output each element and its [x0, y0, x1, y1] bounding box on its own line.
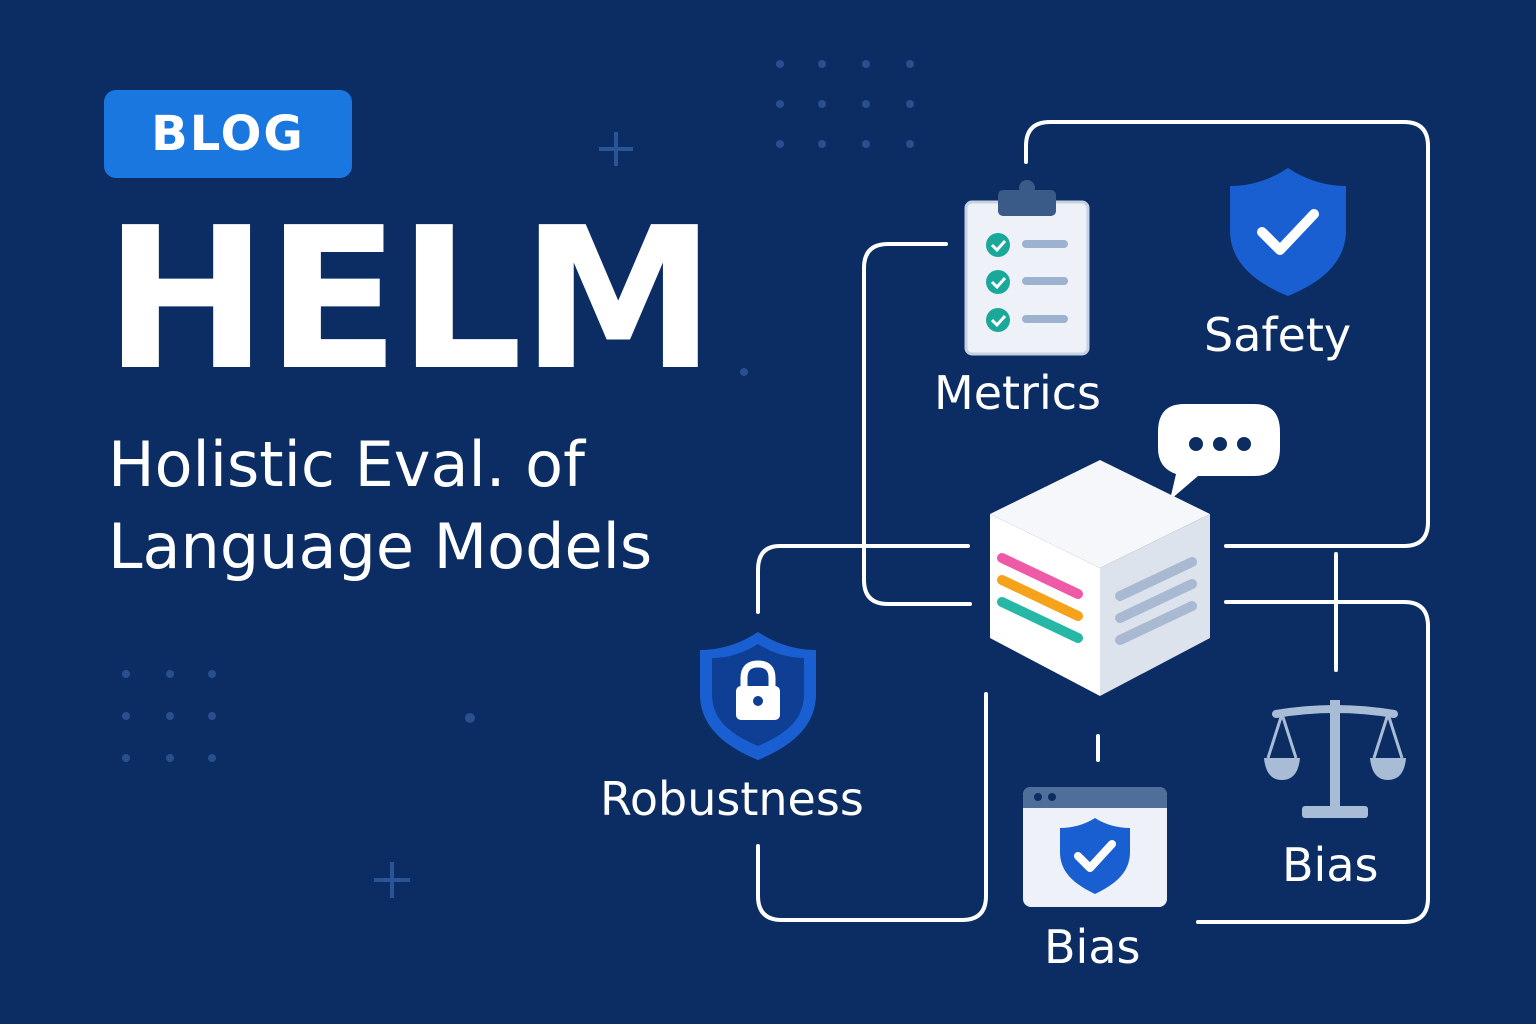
metrics-label: Metrics [934, 366, 1101, 420]
bias-right-label: Bias [1282, 838, 1379, 892]
browser-shield-icon [1023, 787, 1167, 907]
robustness-label: Robustness [600, 772, 864, 826]
subtitle-line-2: Language Models [108, 510, 653, 583]
blog-badge: BLOG [104, 90, 352, 178]
model-cube-icon [990, 460, 1210, 696]
chat-bubble-icon [1158, 404, 1280, 500]
shield-lock-icon [700, 632, 816, 760]
bias-center-label: Bias [1044, 920, 1141, 974]
shield-check-icon [1230, 168, 1346, 296]
page-title: HELM [104, 186, 716, 414]
subtitle-line-1: Holistic Eval. of [108, 428, 585, 501]
page-subtitle: Holistic Eval. of Language Models [108, 424, 652, 588]
safety-label: Safety [1204, 308, 1352, 362]
balance-scale-icon [1264, 700, 1406, 818]
clipboard-checklist-icon [964, 180, 1090, 356]
